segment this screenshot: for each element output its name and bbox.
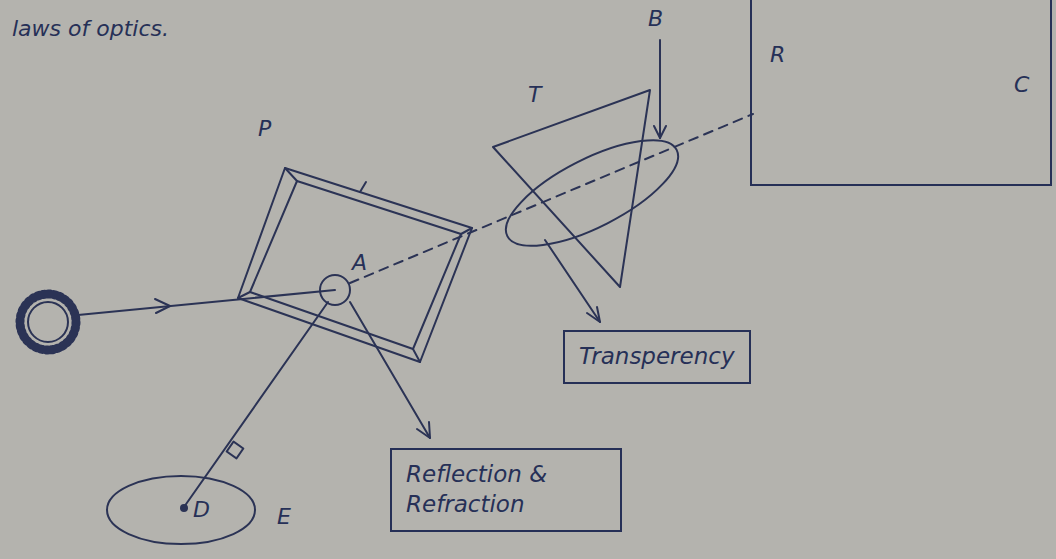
slab-edge xyxy=(238,292,250,298)
ellipse-shape xyxy=(107,476,255,544)
slab-inner xyxy=(250,181,461,349)
label-box: Reflection & Refraction xyxy=(390,448,622,532)
transparency-ellipse xyxy=(492,120,692,267)
box-label: Transperency xyxy=(579,342,735,372)
heading-text: laws of optics. xyxy=(12,16,169,41)
ray-arrowhead xyxy=(155,299,170,313)
reflection-pointer xyxy=(350,302,430,438)
sun xyxy=(28,302,68,342)
letter-label: R xyxy=(770,42,785,67)
transparency-arrowhead xyxy=(587,307,600,322)
slab-outer xyxy=(238,168,472,362)
ray-marker xyxy=(227,442,244,459)
transparent-prism xyxy=(493,90,650,287)
eye-ellipse: DE xyxy=(105,474,257,546)
light-ray xyxy=(78,290,335,315)
traced-ray xyxy=(350,114,753,283)
box-label: Reflection & Refraction xyxy=(406,460,606,520)
b-arrowhead xyxy=(654,126,666,138)
eye-ray xyxy=(184,302,328,507)
reflection-arrowhead xyxy=(417,422,430,438)
label-box: Transperency xyxy=(563,330,751,384)
transparency-pointer xyxy=(545,240,600,322)
hit-point xyxy=(320,275,350,305)
part-letter: A xyxy=(352,250,367,275)
letter-label: D xyxy=(193,497,210,522)
slab-edge xyxy=(285,168,297,181)
slab-tick xyxy=(360,182,366,192)
letter-label: E xyxy=(277,504,291,529)
part-letter: P xyxy=(258,116,271,141)
ellipse-outline xyxy=(105,474,257,546)
sun-rays xyxy=(20,294,76,350)
slab-edge xyxy=(413,349,420,362)
part-letter: T xyxy=(528,82,541,107)
letter-label: C xyxy=(1014,72,1029,97)
b-pointer xyxy=(659,40,661,138)
part-letter: B xyxy=(648,6,663,31)
eye-point xyxy=(181,505,187,511)
viewport-rect: RC xyxy=(750,0,1052,186)
